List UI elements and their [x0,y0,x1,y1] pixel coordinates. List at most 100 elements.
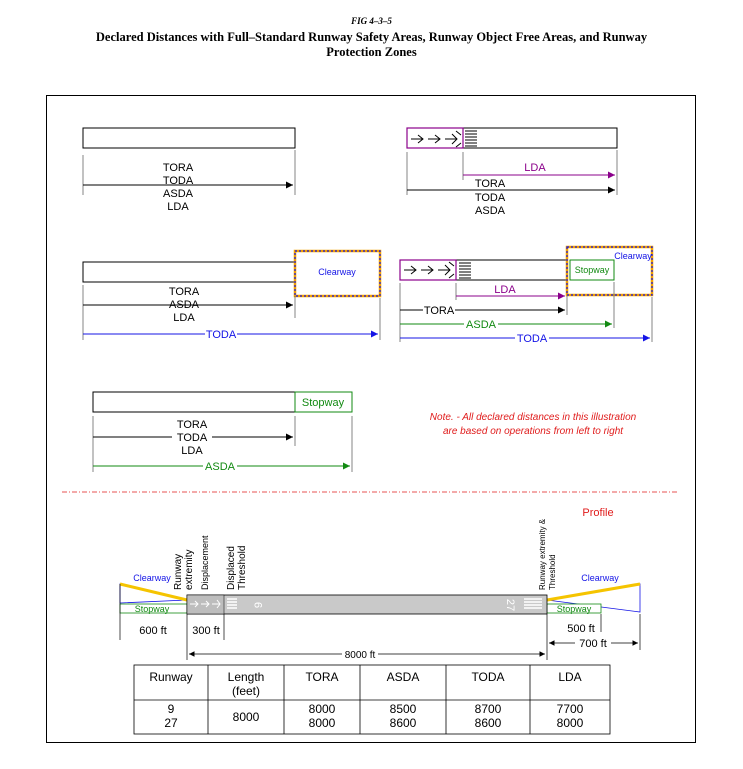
cell-asda-9: 8500 [390,702,417,716]
dim-700: 700 ft [579,638,607,650]
profile-section: Profile Clearway Stopway Clearway Stopwa… [119,507,641,661]
cell-toda-9: 8700 [475,702,502,716]
cell-runway-9: 9 [168,702,175,716]
clearway-box-inner [566,246,653,296]
label-toda: TODA [475,192,506,204]
label-tora: TORA [177,419,208,431]
cell-lda-9: 7700 [557,702,584,716]
label-right-extremity-2: Threshold [548,554,557,590]
threshold-bars [465,130,477,147]
toda-label-bg [515,332,549,344]
label-asda: ASDA [475,205,506,217]
runway-box [82,261,296,283]
label-toda: TODA [517,333,548,345]
asda-label-bg [464,318,498,330]
diagram-frame [46,95,696,743]
label-asda: ASDA [163,188,194,200]
figure-title-line2: Protection Zones [326,45,417,59]
stopway-box [294,391,353,413]
clearway-left-plane [119,582,188,602]
distances-table: Runway Length (feet) TORA ASDA TODA LDA … [133,664,611,735]
label-runway-extremity-2: extremity [184,549,195,590]
figure-number: FIG 4–3–5 [351,16,392,26]
label-asda: ASDA [169,299,200,311]
note-line1: Note. - All declared distances in this i… [430,412,637,423]
label-lda: LDA [167,201,189,213]
label-tora: TORA [475,178,506,190]
dim-700-bg [575,637,611,649]
label-clearway: Clearway [614,251,652,261]
stopway-box [569,259,615,281]
label-tora: TORA [424,305,455,317]
cell-tora-27: 8000 [309,716,336,730]
label-clearway: Clearway [318,267,356,277]
label-displaced-threshold-2: Threshold [237,546,248,590]
label-right-extremity-1: Runway extremity & [538,518,547,590]
panel-basic: TORA TODA ASDA LDA [82,127,296,213]
label-lda: LDA [173,312,195,324]
panel-stopway: Stopway TORA TODA LDA ASDA [92,391,353,473]
displacement-arrows [190,599,221,609]
dim-300: 300 ft [192,625,220,637]
cell-toda-27: 8600 [475,716,502,730]
dim-500: 500 ft [567,623,595,635]
cell-length: 8000 [233,710,260,724]
runway-box [92,391,296,413]
label-toda: TODA [163,175,194,187]
label-lda: LDA [181,445,203,457]
runway-number-right: 27 [504,599,516,611]
profile-title: Profile [582,507,613,519]
label-stopway: Stopway [575,265,610,275]
label-lda: LDA [494,284,516,296]
label-asda: ASDA [466,319,497,331]
displacement-area [406,127,464,149]
label-runway-extremity-1: Runway [173,554,184,590]
label-clearway-right: Clearway [581,573,619,583]
dim-8000-bg [342,648,378,660]
runway-box [82,127,296,149]
table-header-tora: TORA [305,670,338,684]
threshold-bars [459,262,471,279]
label-stopway-left: Stopway [135,604,170,614]
table-header-length: Length [228,670,265,684]
table-border [133,664,611,735]
cell-runway-27: 27 [164,716,178,730]
dim-600: 600 ft [139,625,167,637]
note-line2: are based on operations from left to rig… [443,426,624,437]
tora-label-bg [423,304,455,316]
label-bg [172,418,212,458]
label-displacement: Displacement [200,535,210,590]
clearway-box-inner [294,250,381,297]
cell-lda-27: 8000 [557,716,584,730]
table-header-toda: TODA [471,670,504,684]
threshold-bars-right [524,598,542,609]
displacement-area [399,259,457,281]
displacement-arrows [411,130,462,148]
label-stopway: Stopway [302,397,345,409]
table-header-lda: LDA [558,670,581,684]
table-header-length-unit: (feet) [232,684,260,698]
label-toda: TODA [206,329,237,341]
label-displaced-threshold-1: Displaced [226,546,237,590]
label-asda: ASDA [205,461,236,473]
panel-displaced-threshold: LDA TORA TODA ASDA [406,127,618,217]
table-header-asda: ASDA [387,670,420,684]
figure-title-line1: Declared Distances with Full–Standard Ru… [95,30,648,44]
label-tora: TORA [163,162,194,174]
table-header-runway: Runway [149,670,192,684]
runway-profile [186,594,548,615]
figure-title: Declared Distances with Full–Standard Ru… [40,30,703,60]
displacement-arrows [404,261,455,279]
threshold-bars-left [227,598,237,609]
cell-tora-9: 8000 [309,702,336,716]
label-lda: LDA [524,162,546,174]
label-stopway-right: Stopway [557,604,592,614]
panel-full: Clearway Stopway LDA TORA ASDA TODA [399,245,654,345]
label-tora: TORA [169,286,200,298]
panel-clearway: Clearway TORA ASDA LDA TODA [82,249,382,341]
cell-asda-27: 8600 [390,716,417,730]
dim-8000: 8000 ft [345,650,376,661]
label-toda: TODA [177,432,208,444]
toda-label-bg [205,328,237,340]
